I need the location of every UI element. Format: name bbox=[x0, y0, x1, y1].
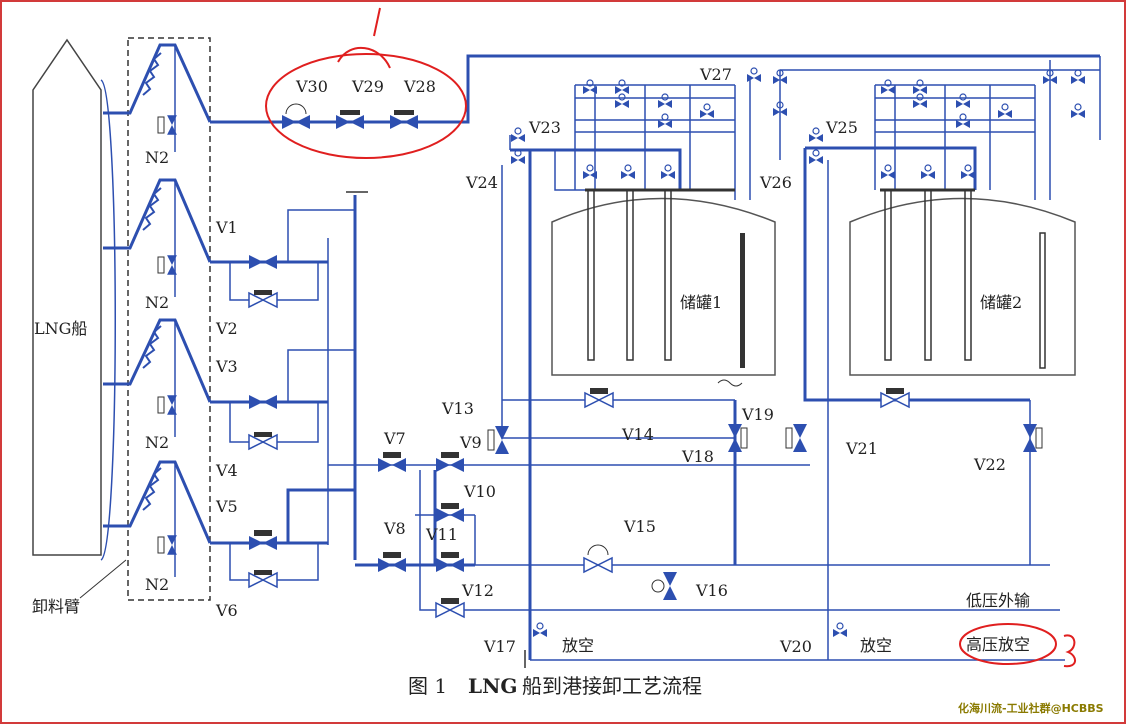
vent-label-1: 放空 bbox=[562, 636, 594, 655]
label-v28: V28 bbox=[403, 77, 436, 96]
label-v24: V24 bbox=[465, 173, 498, 192]
unloading-arms bbox=[103, 43, 212, 565]
n2-label-4: N2 bbox=[145, 575, 169, 594]
label-v12: V12 bbox=[461, 581, 494, 600]
n2-purge-valves bbox=[157, 115, 177, 577]
vent-label-2: 放空 bbox=[860, 636, 892, 655]
label-v18: V18 bbox=[681, 447, 714, 466]
label-v8: V8 bbox=[383, 519, 406, 538]
tank-2: 储罐2 bbox=[849, 189, 1076, 376]
label-v2: V2 bbox=[215, 319, 238, 338]
label-v3: V3 bbox=[215, 357, 238, 376]
label-v7: V7 bbox=[383, 429, 406, 448]
label-v11: V11 bbox=[425, 525, 458, 544]
label-v21: V21 bbox=[845, 439, 878, 458]
n2-label-2: N2 bbox=[145, 293, 169, 312]
label-v23: V23 bbox=[528, 118, 561, 137]
distribution-manifold bbox=[328, 464, 1060, 611]
label-v14: V14 bbox=[621, 425, 654, 444]
label-v10: V10 bbox=[463, 482, 496, 501]
watermark: 化海川流-工业社群@HCBBS bbox=[958, 701, 1104, 715]
label-v15: V15 bbox=[623, 517, 656, 536]
figure-title-lng: LNG bbox=[468, 674, 517, 698]
n2-label-1: N2 bbox=[145, 148, 169, 167]
label-v9: V9 bbox=[459, 433, 482, 452]
label-v4: V4 bbox=[215, 461, 238, 480]
ship-label: LNG船 bbox=[34, 319, 87, 338]
tank-1-label: 储罐1 bbox=[680, 293, 722, 312]
break-mark bbox=[717, 379, 743, 387]
figure-number: 图 1 bbox=[408, 674, 447, 698]
unloading-arm-box bbox=[127, 37, 211, 601]
arm-leader bbox=[79, 559, 127, 599]
lng-ship: LNG船 bbox=[32, 38, 116, 561]
tank-1: 储罐1 bbox=[551, 189, 776, 376]
manifold-valves bbox=[378, 452, 465, 618]
label-v27: V27 bbox=[699, 65, 732, 84]
label-v29: V29 bbox=[351, 77, 384, 96]
vapour-return-line bbox=[210, 54, 1100, 129]
low-pressure-export-label: 低压外输 bbox=[966, 591, 1030, 610]
liquid-headers bbox=[210, 191, 368, 581]
label-v26: V26 bbox=[759, 173, 792, 192]
label-v6: V6 bbox=[215, 601, 238, 620]
n2-label-3: N2 bbox=[145, 433, 169, 452]
red-annotation bbox=[265, 7, 467, 159]
red-annotation-2 bbox=[959, 623, 1076, 668]
label-v19: V19 bbox=[741, 405, 774, 424]
label-v1: V1 bbox=[215, 218, 238, 237]
label-v25: V25 bbox=[825, 118, 858, 137]
tank-outlet-valves bbox=[487, 388, 1043, 638]
tank-2-top-valves bbox=[772, 69, 1086, 180]
label-v16: V16 bbox=[695, 581, 728, 600]
tank-2-label: 储罐2 bbox=[980, 293, 1022, 312]
outlet-lines bbox=[524, 650, 1065, 668]
tank-2-piping bbox=[779, 56, 1101, 660]
label-v30: V30 bbox=[295, 77, 328, 96]
figure-title: 船到港接卸工艺流程 bbox=[522, 674, 702, 698]
label-v20: V20 bbox=[779, 637, 812, 656]
label-v22: V22 bbox=[973, 455, 1006, 474]
arm-swivels bbox=[142, 52, 162, 511]
label-v17: V17 bbox=[483, 637, 516, 656]
unloading-arm-label: 卸料臂 bbox=[32, 597, 80, 616]
label-v5: V5 bbox=[215, 497, 238, 516]
high-pressure-vent-label: 高压放空 bbox=[966, 635, 1030, 654]
header-valves bbox=[248, 255, 278, 588]
label-v13: V13 bbox=[441, 399, 474, 418]
